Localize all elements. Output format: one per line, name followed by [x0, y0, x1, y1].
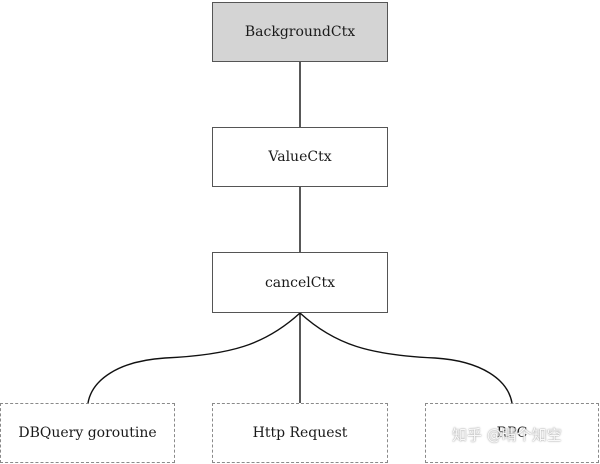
- dbquery-goroutine-label: DBQuery goroutine: [18, 425, 157, 441]
- watermark-text: 知乎 @晴个知空: [452, 426, 562, 444]
- http-request-label: Http Request: [252, 425, 348, 441]
- http-request-node: Http Request: [212, 403, 388, 463]
- rpc-label: RPC: [496, 425, 528, 441]
- cancel-ctx-node: cancelCtx: [212, 252, 388, 313]
- dbquery-goroutine-node: DBQuery goroutine: [0, 403, 175, 463]
- value-ctx-label: ValueCtx: [268, 149, 332, 165]
- edge-cancel-rpc: [299, 312, 513, 404]
- rpc-node: RPC: [425, 403, 599, 463]
- background-ctx-node: BackgroundCtx: [212, 2, 388, 62]
- cancel-ctx-label: cancelCtx: [264, 274, 336, 291]
- value-ctx-node: ValueCtx: [212, 127, 388, 187]
- background-ctx-label: BackgroundCtx: [244, 24, 356, 40]
- edge-cancel-dbquery: [87, 312, 301, 404]
